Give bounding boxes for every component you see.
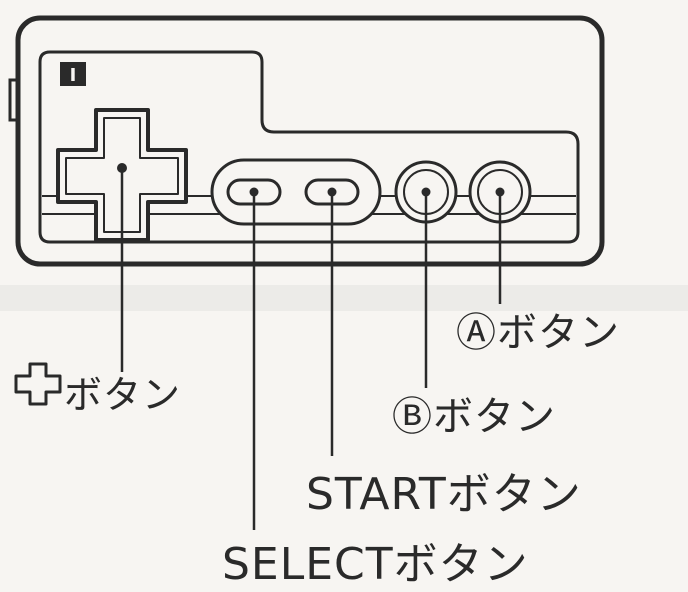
b-button-label: Ⓑボタン bbox=[392, 394, 556, 440]
scan-smudge bbox=[0, 285, 688, 311]
dpad-cross-icon bbox=[14, 362, 62, 406]
controller-outer-body bbox=[15, 15, 605, 267]
controller-inner-panel bbox=[38, 50, 580, 244]
a-button-label: Ⓐボタン bbox=[456, 310, 620, 356]
dpad-label: ボタン bbox=[64, 373, 182, 417]
player-badge-label: I bbox=[70, 65, 77, 86]
dpad-inner bbox=[65, 117, 179, 233]
select-button-label: SELECTボタン bbox=[222, 539, 529, 590]
start-button-label: STARTボタン bbox=[306, 469, 582, 520]
player-badge bbox=[60, 62, 86, 86]
select-start-housing bbox=[210, 158, 382, 226]
controller-side-notch bbox=[8, 78, 18, 122]
